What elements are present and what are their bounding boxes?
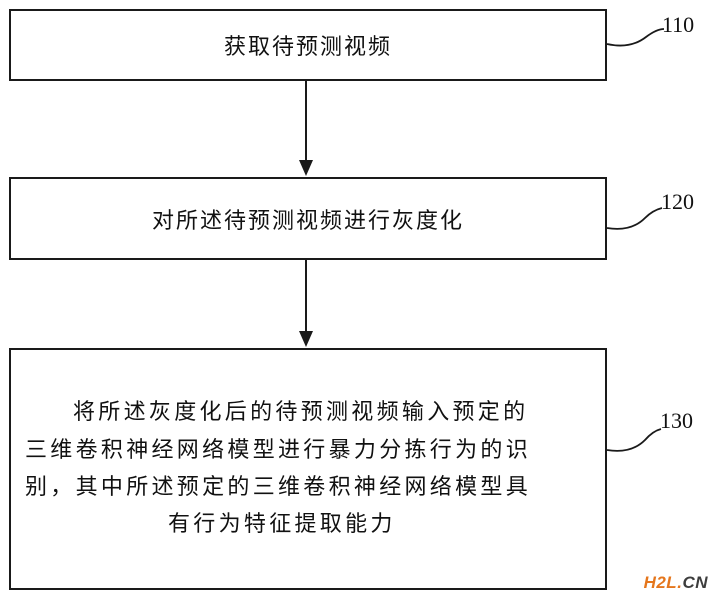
leader-line-110 bbox=[606, 28, 665, 47]
step-text-120: 对所述待预测视频进行灰度化 bbox=[151, 208, 464, 234]
watermark-dot: . bbox=[677, 573, 683, 592]
watermark-tld: CN bbox=[682, 573, 708, 592]
arrow-120-to-130 bbox=[299, 260, 313, 347]
reference-label-110: 110 bbox=[662, 12, 695, 37]
step-box-110: 获取待预测视频 bbox=[9, 9, 607, 81]
step-box-130: 将所述灰度化后的待预测视频输入预定的 三维卷积神经网络模型进行暴力分拣行为的识 … bbox=[9, 348, 607, 590]
watermark-brand: H2L bbox=[643, 573, 678, 592]
step-text-130-line: 别，其中所述预定的三维卷积神经网络模型具 bbox=[25, 475, 532, 500]
step-box-120: 对所述待预测视频进行灰度化 bbox=[9, 177, 607, 260]
step-text-130: 将所述灰度化后的待预测视频输入预定的 三维卷积神经网络模型进行暴力分拣行为的识 … bbox=[25, 394, 585, 544]
step-text-130-line: 有行为特征提取能力 bbox=[168, 512, 396, 538]
reference-label-120: 120 bbox=[661, 189, 694, 214]
step-text-110: 获取待预测视频 bbox=[223, 35, 392, 60]
leader-line-130 bbox=[606, 428, 662, 452]
step-text-130-line: 三维卷积神经网络模型进行暴力分拣行为的识 bbox=[25, 437, 532, 463]
leader-line-120 bbox=[606, 207, 663, 230]
arrow-110-to-120 bbox=[299, 81, 313, 176]
step-text-130-line: 将所述灰度化后的待预测视频输入预定的 bbox=[73, 400, 529, 426]
reference-label-130: 130 bbox=[660, 408, 693, 433]
watermark-logo: H2L.CN bbox=[644, 573, 708, 593]
